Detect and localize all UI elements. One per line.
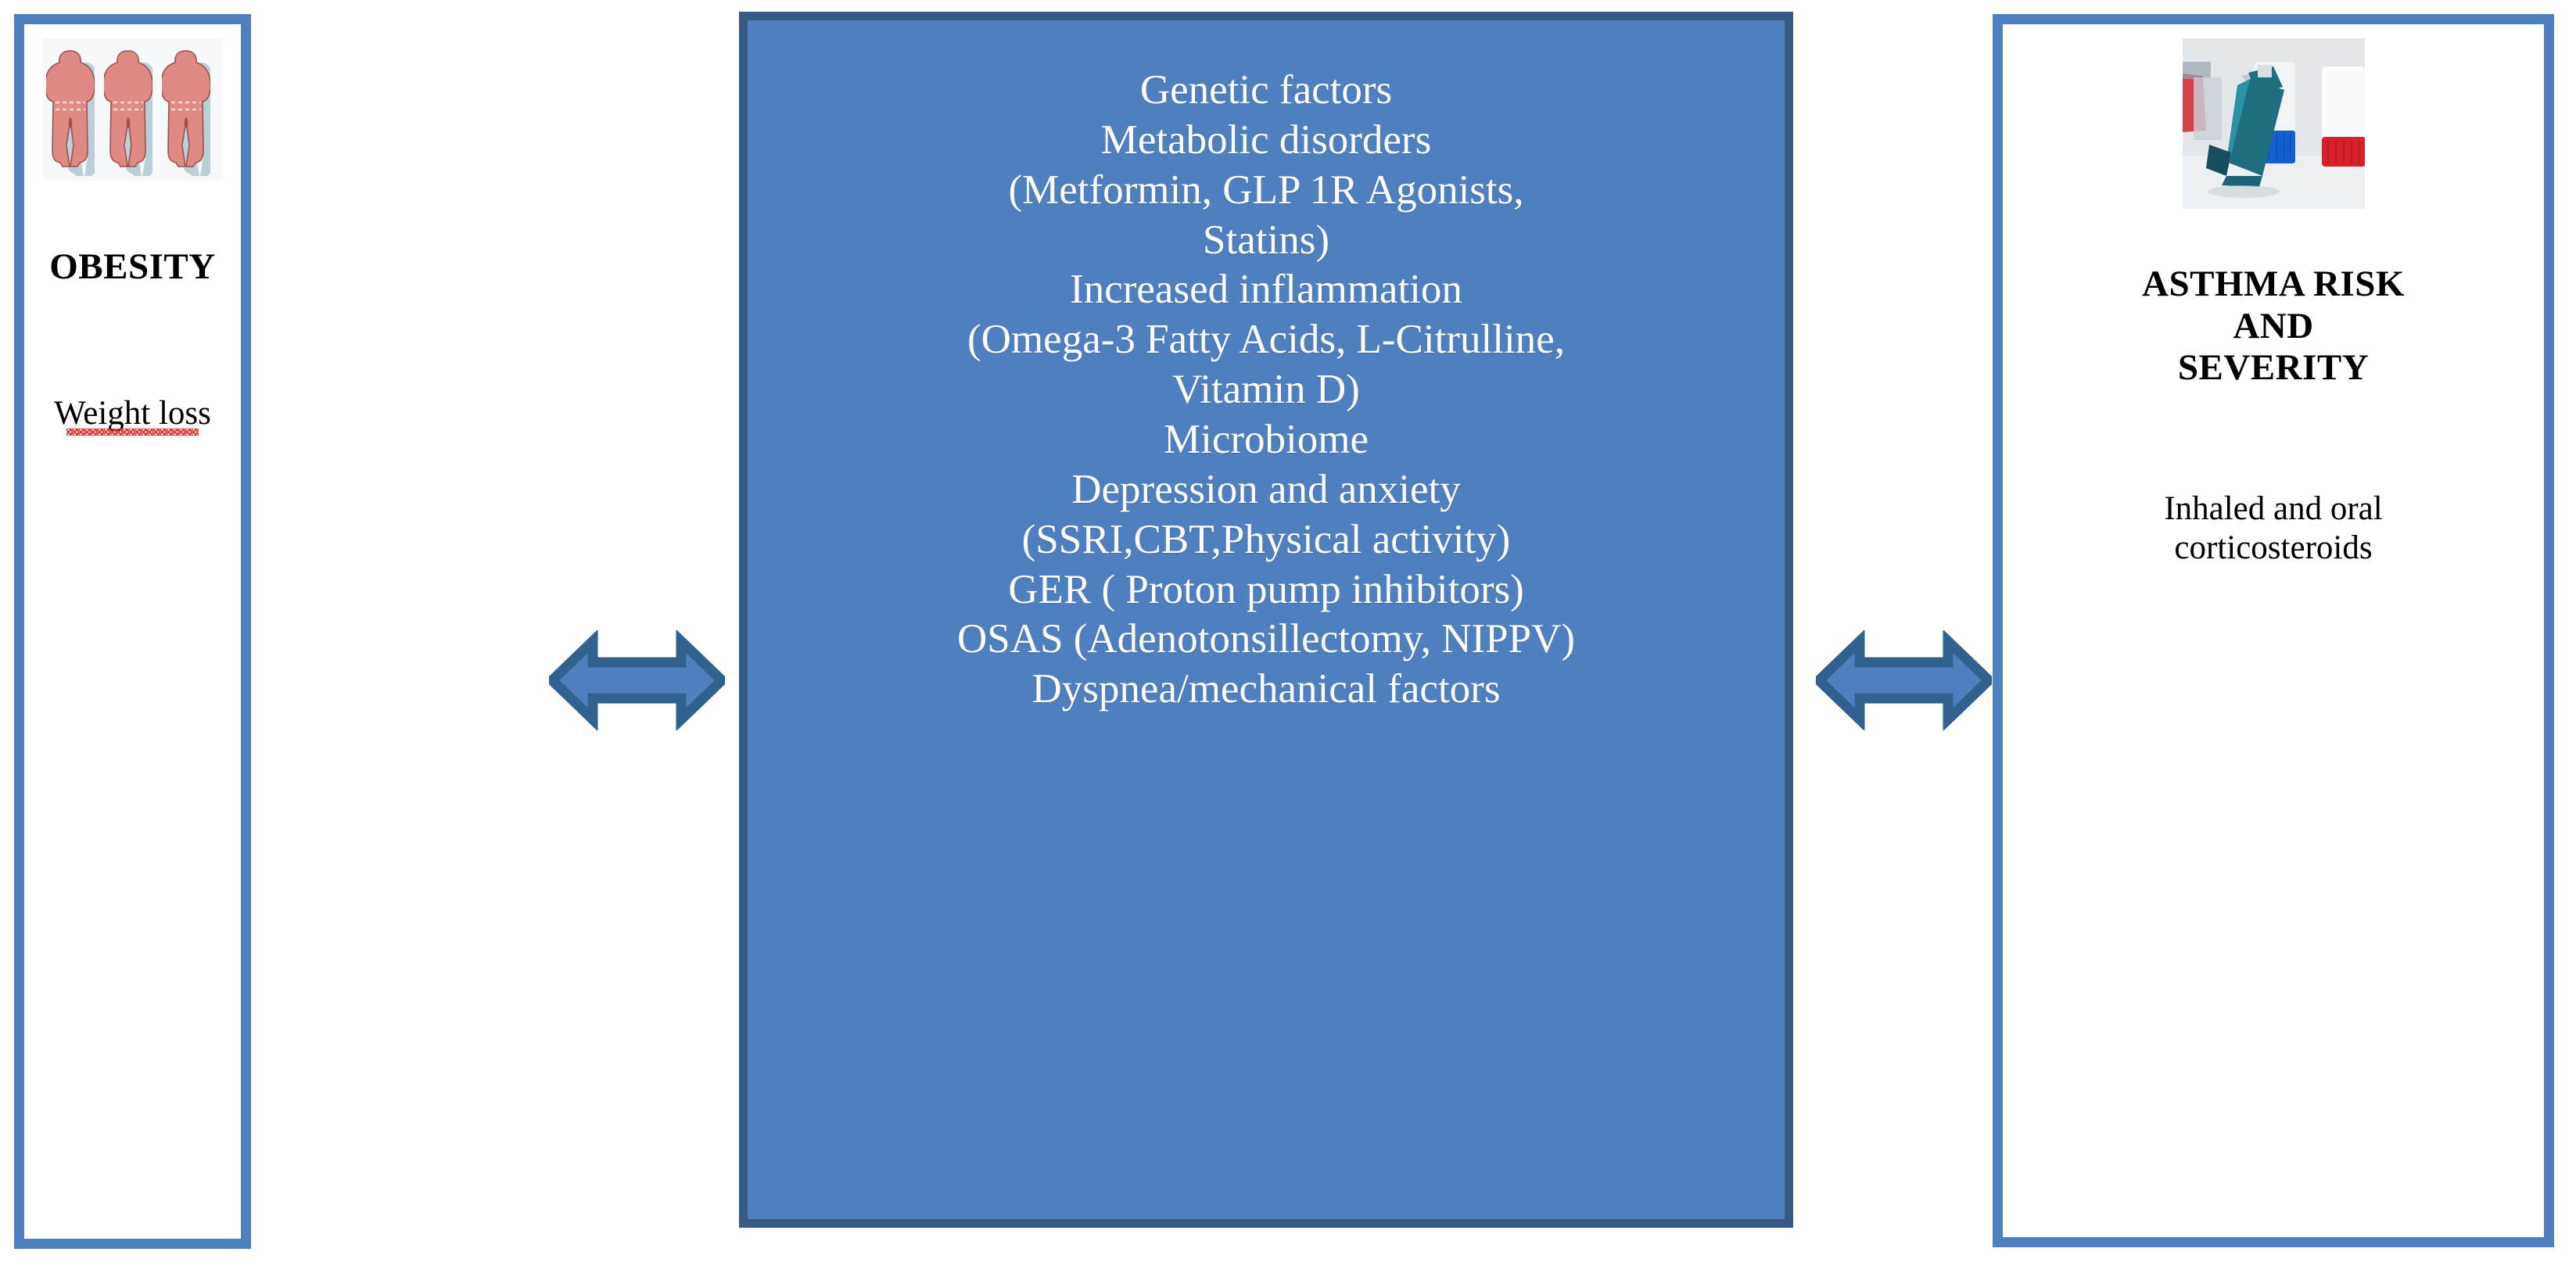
- obesity-panel: OBESITY Weight loss: [14, 14, 251, 1249]
- asthma-title-line: ASTHMA RISK: [2142, 264, 2405, 304]
- bidirectional-arrow-icon-left: [549, 630, 725, 730]
- list-item: (SSRI,CBT,Physical activity): [1021, 516, 1511, 562]
- list-item: Depression and anxiety: [1071, 466, 1461, 512]
- page-title-asthma: ASTHMA RISK AND SEVERITY: [2142, 264, 2405, 389]
- asthma-panel: ASTHMA RISK AND SEVERITY Inhaled and ora…: [1993, 14, 2554, 1247]
- asthma-caption-line: corticosteroids: [2174, 529, 2373, 567]
- spellcheck-underline: [66, 429, 199, 436]
- obese-figure-icon: [45, 45, 95, 176]
- bidirectional-arrow-icon-right: [1816, 630, 1992, 730]
- list-item: Genetic factors: [1139, 67, 1393, 113]
- mediating-factors-box: Genetic factors Metabolic disorders (Met…: [739, 12, 1793, 1228]
- list-item: OSAS (Adenotonsillectomy, NIPPV): [956, 616, 1576, 662]
- list-item: Increased inflammation: [1070, 267, 1462, 313]
- list-item: Microbiome: [1164, 417, 1369, 463]
- list-item: Vitamin D): [1172, 367, 1360, 413]
- page-title-obesity: OBESITY: [49, 246, 216, 287]
- asthma-caption: Inhaled and oral corticosteroids: [2164, 490, 2382, 569]
- list-item: GER ( Proton pump inhibitors): [1008, 566, 1524, 612]
- list-item: Statins): [1203, 217, 1329, 263]
- inhaler-icon: [2182, 38, 2365, 209]
- obesity-figures-image: [42, 38, 223, 181]
- asthma-title-line: SEVERITY: [2177, 347, 2370, 389]
- list-item: (Metformin, GLP 1R Agonists,: [1008, 167, 1524, 213]
- obese-figure-icon: [161, 45, 210, 176]
- obesity-caption-text: Weight loss: [54, 394, 211, 432]
- asthma-caption-line: Inhaled and oral: [2164, 490, 2383, 527]
- list-item: Dyspnea/mechanical factors: [1031, 666, 1501, 712]
- mediating-factors-list: Genetic factors Metabolic disorders (Met…: [748, 66, 1785, 715]
- inhaler-image: [2182, 38, 2365, 209]
- asthma-title-line: AND: [2233, 305, 2314, 346]
- obesity-caption: Weight loss: [54, 394, 211, 436]
- list-item: (Omega-3 Fatty Acids, L-Citrulline,: [967, 317, 1565, 363]
- obese-figure-icon: [103, 45, 152, 176]
- list-item: Metabolic disorders: [1100, 117, 1432, 163]
